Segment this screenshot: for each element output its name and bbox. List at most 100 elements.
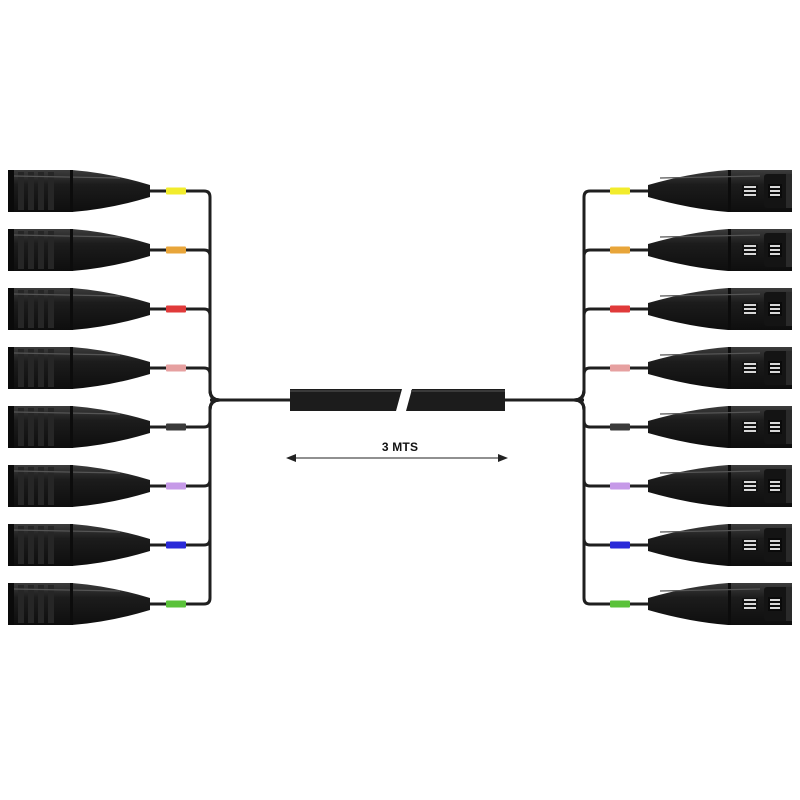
connector-seam (728, 406, 731, 448)
xlr-female-icon (648, 229, 792, 271)
connector-body (648, 406, 792, 448)
connector-seam (70, 583, 73, 625)
grip-ridge (38, 231, 44, 269)
xlr-male-icon (8, 465, 150, 507)
socket-pin-line (770, 430, 780, 432)
connector-seam (728, 465, 731, 507)
right-channel-cable (573, 366, 648, 402)
grip-ridge (18, 585, 24, 623)
xlr-male-icon (8, 583, 150, 625)
left-color-band (166, 246, 186, 254)
connector-highlight (13, 588, 121, 592)
latch-slot-line (744, 186, 756, 188)
connector-highlight (659, 470, 761, 474)
xlr-female-icon (648, 583, 792, 625)
latch-slot-line (744, 304, 756, 306)
grip-ridge (28, 467, 34, 505)
socket-pin-line (770, 485, 780, 487)
xlr-female-icon (648, 406, 792, 448)
grip-ridge (48, 349, 54, 387)
latch-slot-line (744, 249, 756, 251)
socket-rim (786, 351, 792, 385)
right-color-band (610, 246, 630, 254)
socket-pin-line (770, 190, 780, 192)
right-channel-cable (573, 398, 648, 606)
grip-ridge (28, 526, 34, 564)
socket-rim (786, 292, 792, 326)
left-color-band (166, 600, 186, 608)
latch-slot-line (744, 194, 756, 196)
grip-ridge (48, 290, 54, 328)
connector-body (648, 347, 792, 389)
connector-body (648, 524, 792, 566)
length-label: 3 MTS (381, 440, 419, 454)
grip-ridge (28, 231, 34, 269)
connector-highlight (659, 234, 761, 238)
xlr-male-icon (8, 170, 150, 212)
left-channel-cable (150, 366, 221, 402)
grip-ridge (18, 231, 24, 269)
left-color-band (166, 305, 186, 313)
main-trunk-cable (290, 389, 505, 411)
right-color-band (610, 482, 630, 490)
grip-ridge (48, 526, 54, 564)
grip-ridge (38, 585, 44, 623)
latch-slot-line (744, 367, 756, 369)
length-dimension-arrow (286, 454, 508, 462)
left-color-band (166, 423, 186, 431)
socket-rim (786, 469, 792, 503)
connector-front-ring (8, 406, 14, 448)
grip-ridge (48, 585, 54, 623)
grip-ridge (48, 408, 54, 446)
trunk-jacket-right (406, 389, 505, 411)
socket-pin-line (770, 489, 780, 491)
socket-pin-line (770, 245, 780, 247)
connector-highlight (13, 470, 121, 474)
xlr-male-icon (8, 288, 150, 330)
grip-ridge (18, 526, 24, 564)
socket-pin-line (770, 249, 780, 251)
connector-seam (70, 229, 73, 271)
latch-slot-line (744, 481, 756, 483)
connector-front-ring (8, 347, 14, 389)
connector-highlight (659, 175, 761, 179)
grip-ridge (18, 172, 24, 210)
connector-seam (70, 465, 73, 507)
connector-highlight (13, 352, 121, 356)
connector-seam (70, 524, 73, 566)
connector-seam (728, 170, 731, 212)
connector-front-ring (8, 583, 14, 625)
grip-ridge (28, 290, 34, 328)
grip-ridge (38, 467, 44, 505)
socket-rim (786, 233, 792, 267)
latch-slot-line (744, 607, 756, 609)
left-color-band (166, 364, 186, 372)
connector-highlight (13, 175, 121, 179)
xlr-male-icon (8, 406, 150, 448)
xlr-female-icon (648, 465, 792, 507)
connector-seam (70, 170, 73, 212)
trunk-jacket-left (290, 389, 402, 411)
grip-ridge (28, 172, 34, 210)
socket-rim (786, 528, 792, 562)
connector-highlight (659, 588, 761, 592)
socket-pin-line (770, 371, 780, 373)
socket-pin-line (770, 607, 780, 609)
left-color-band (166, 541, 186, 549)
socket-pin-line (770, 312, 780, 314)
socket-pin-line (770, 422, 780, 424)
latch-slot-line (744, 422, 756, 424)
left-connector-group (8, 170, 150, 625)
latch-slot-line (744, 371, 756, 373)
connector-seam (728, 288, 731, 330)
connector-front-ring (8, 170, 14, 212)
latch-slot-line (744, 363, 756, 365)
grip-ridge (48, 231, 54, 269)
socket-pin-line (770, 540, 780, 542)
connector-highlight (659, 411, 761, 415)
connector-body (648, 583, 792, 625)
latch-slot-line (744, 603, 756, 605)
grip-ridge (18, 349, 24, 387)
right-color-band (610, 305, 630, 313)
connector-seam (70, 406, 73, 448)
